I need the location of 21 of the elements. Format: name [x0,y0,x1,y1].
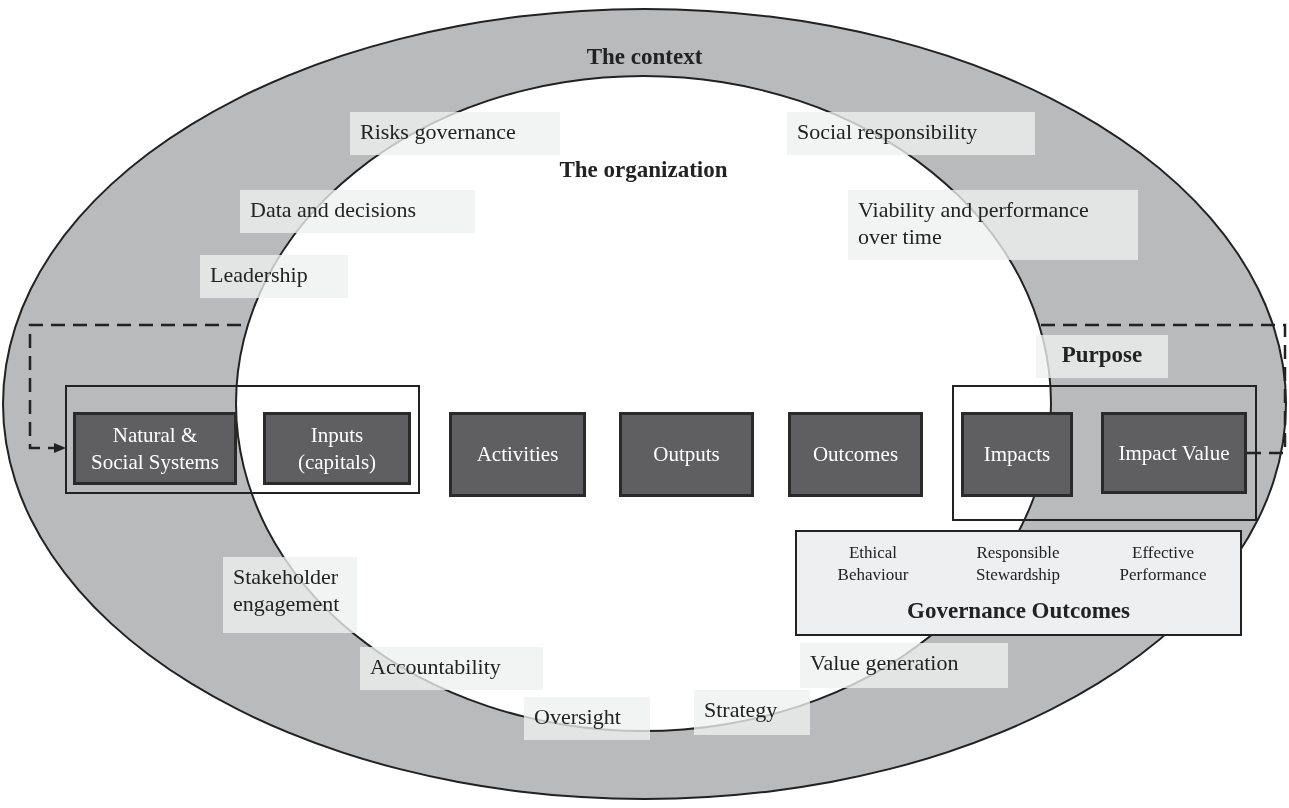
panel-heading: Governance Outcomes [907,598,1130,624]
context-heading: The context [586,44,703,70]
group-frame [952,385,1257,521]
text-label: Leadership [200,255,348,298]
process-box: Natural & Social Systems [73,412,237,485]
outcome-label: Effective Performance [1118,542,1208,586]
process-box: Outcomes [788,412,923,497]
process-box: Inputs (capitals) [263,412,411,485]
outcome-label: Responsible Stewardship [974,542,1061,586]
purpose-label: Purpose [1036,335,1168,378]
text-label: Oversight [524,697,650,740]
text-label: Viability and performance over time [848,190,1138,260]
organization-heading: The organization [559,157,728,183]
process-box: Impacts [961,412,1073,497]
process-box: Impact Value [1101,412,1247,494]
outcomes-panel [795,530,1242,636]
process-box: Outputs [619,412,754,497]
outcome-label: Ethical Behaviour [836,542,910,586]
process-box: Activities [449,412,586,497]
text-label: Stakeholder engagement [223,557,357,633]
group-frame [65,385,420,494]
